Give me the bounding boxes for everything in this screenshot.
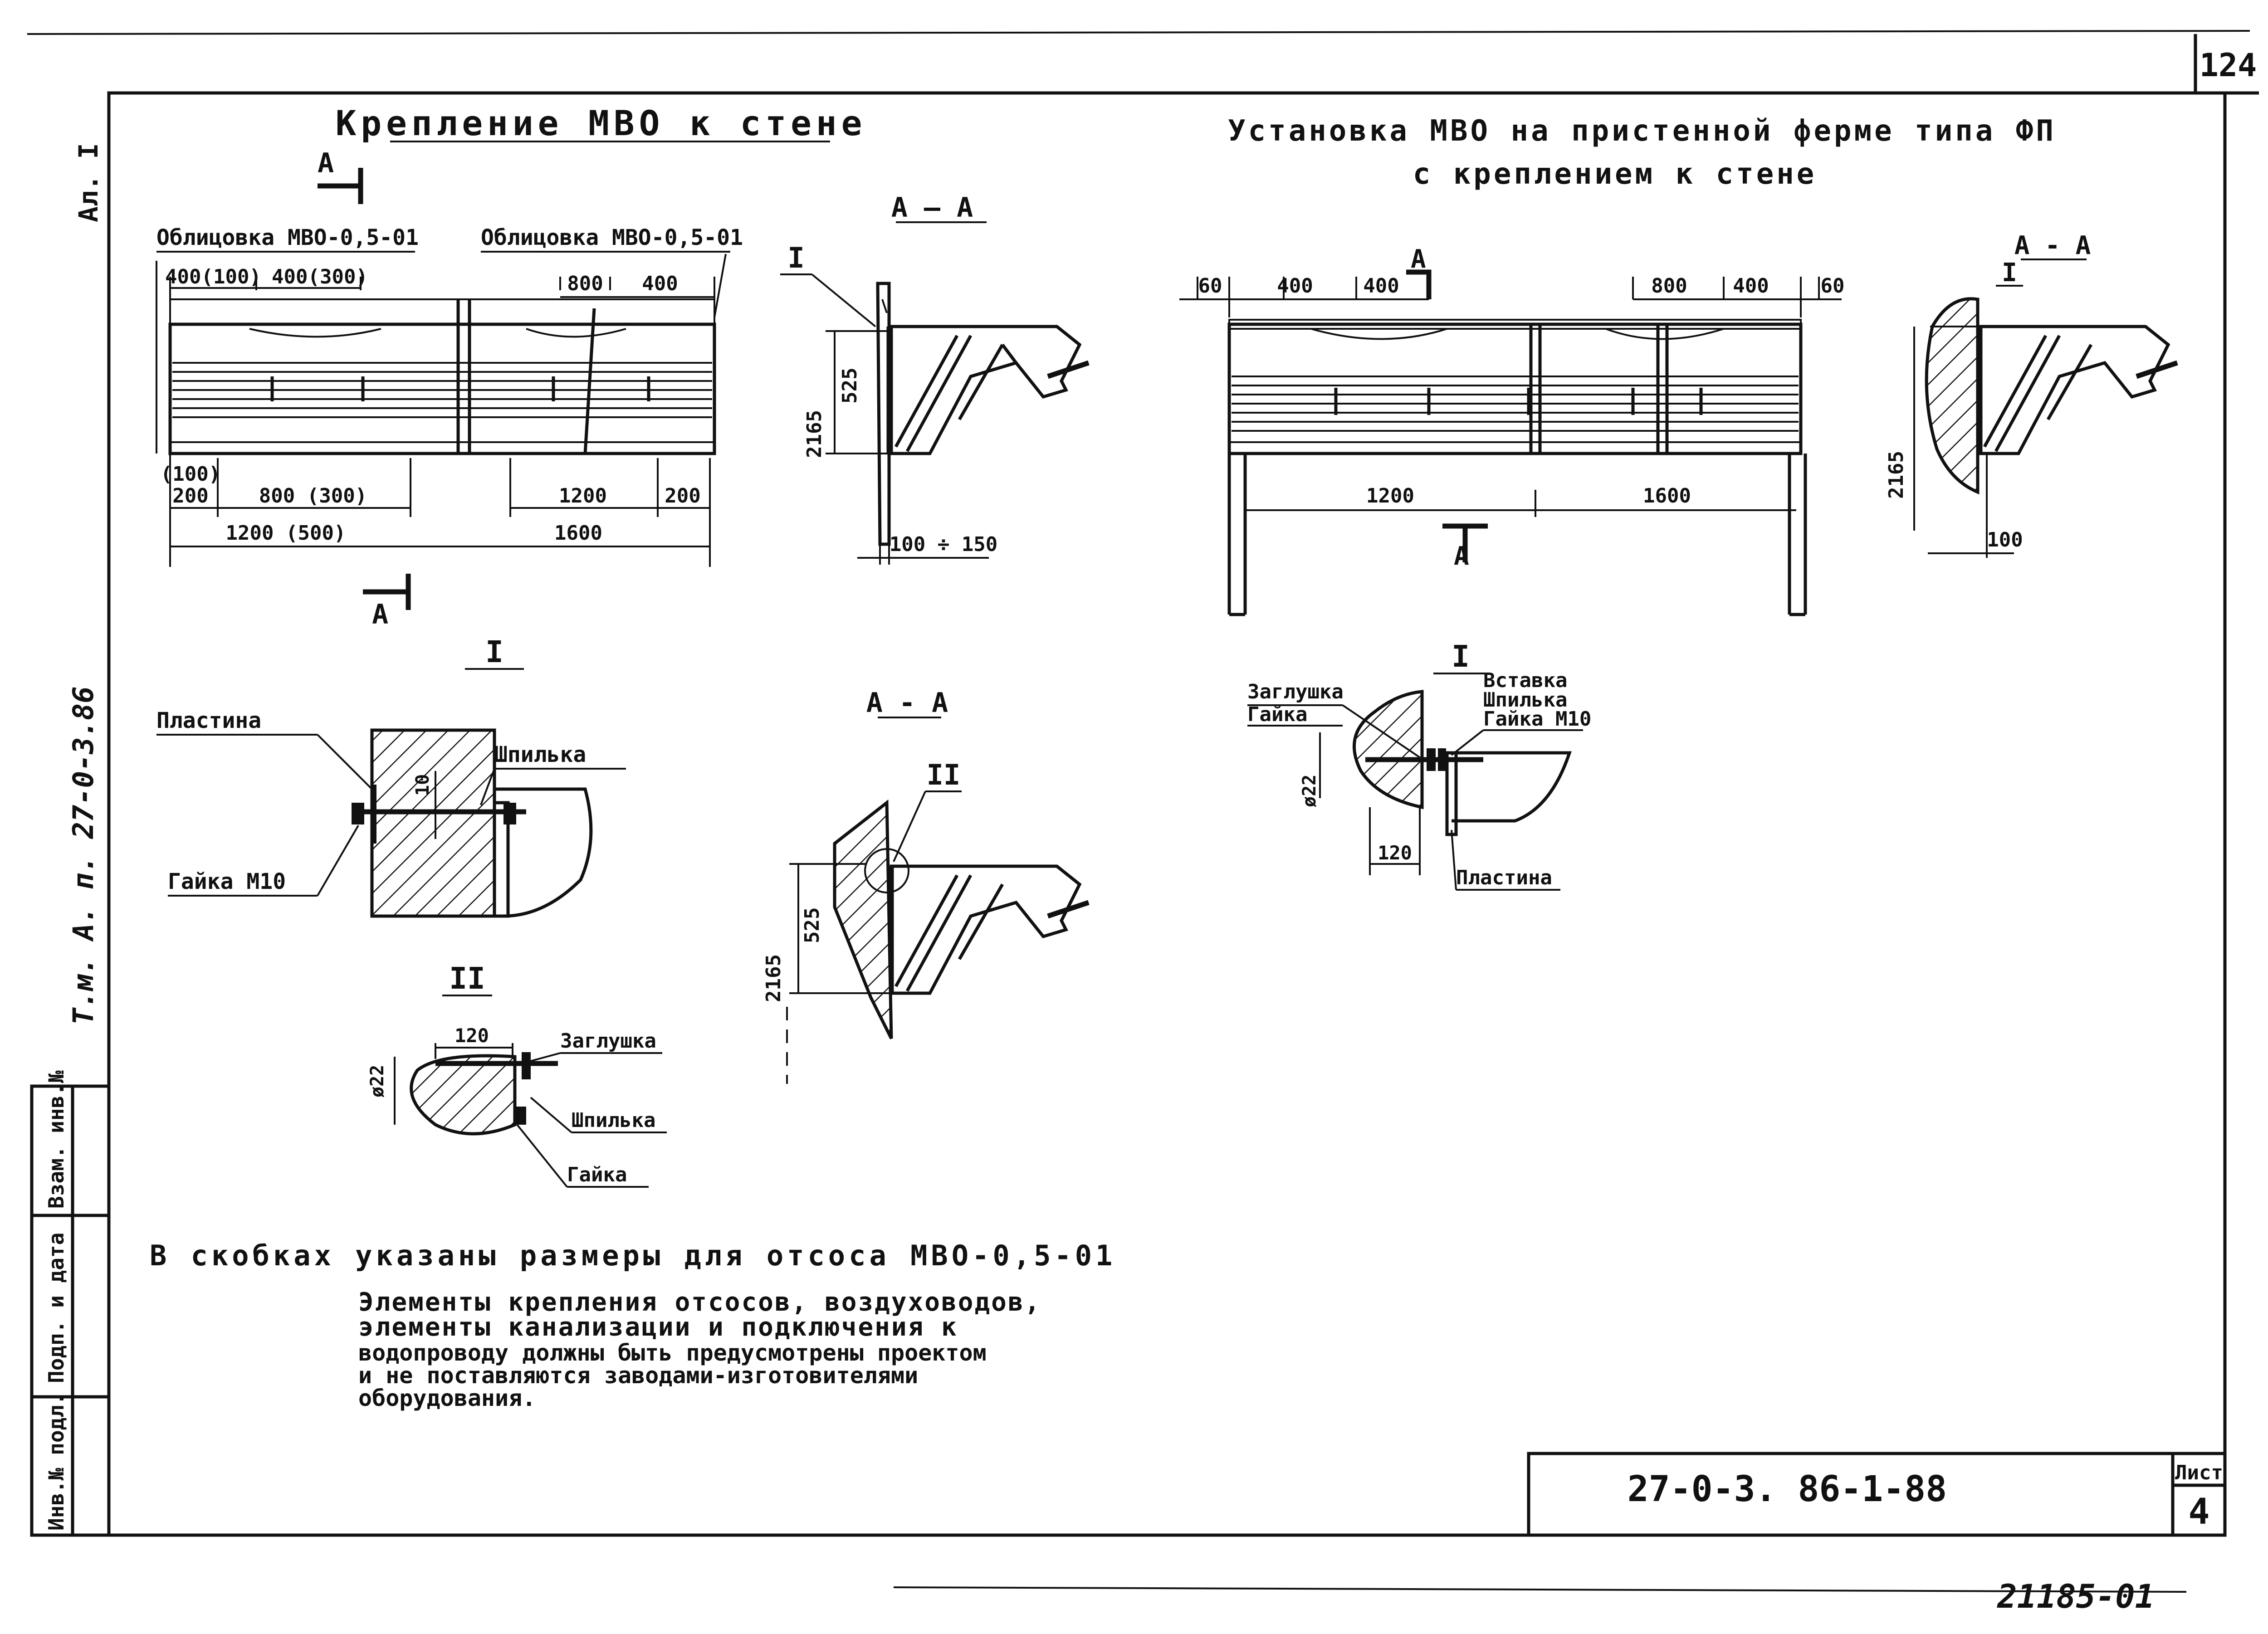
right-front-view: Установка МВО на пристенной ферме типа Ф… bbox=[1179, 114, 2056, 616]
dim-2165-lower: 2165 bbox=[762, 954, 785, 1002]
dim-400-top: 400 bbox=[642, 272, 678, 295]
dim-100-right: 100 bbox=[1987, 528, 2023, 551]
stamp-inventory: Инв.№ подл. bbox=[44, 1392, 68, 1531]
dim-60-left-right: 60 bbox=[1198, 274, 1222, 298]
nut-label-right: Гайка bbox=[1247, 703, 1307, 726]
dim-100-paren: (100) bbox=[161, 463, 220, 486]
right-filter-ribs bbox=[1232, 376, 1799, 432]
note-line-4: водопроводу должны быть предусмотрены пр… bbox=[358, 1340, 987, 1366]
dim-200-left: 200 bbox=[172, 484, 208, 507]
stamp-replace: Взам. инв.№ bbox=[44, 1070, 68, 1209]
dim-200-right: 200 bbox=[665, 484, 700, 507]
sheet-frame bbox=[27, 30, 2259, 1537]
node-1-right: I ø22 120 Заглушка Гайка Вставка Шпилька… bbox=[1247, 639, 1591, 891]
section-mark-bottom: А bbox=[372, 599, 388, 630]
dim-800-300: 800 (300) bbox=[259, 484, 367, 507]
dim-525-lower: 525 bbox=[801, 907, 824, 943]
notes-block: В скобках указаны размеры для отсоса МВО… bbox=[150, 1239, 1116, 1411]
dim-400-c: 400 bbox=[1733, 274, 1769, 298]
approval-stamp: Инв.№ подл. Подп. и дата Взам. инв.№ bbox=[30, 1070, 111, 1537]
plug-label-right: Заглушка bbox=[1247, 680, 1344, 703]
side-note: Т.м. А. п. 27-0-3.86 bbox=[67, 686, 100, 1025]
node-1-left: I Пластина Гайка М10 Шпилька 10 bbox=[156, 634, 626, 918]
dim-1200-right: 1200 bbox=[1366, 484, 1414, 507]
section-aa-lower-node: II bbox=[927, 758, 961, 791]
nut-m10-label-right: Гайка М10 bbox=[1483, 707, 1591, 731]
cladding-right-label: Облицовка МВО-0,5-01 bbox=[481, 225, 743, 250]
dim-2165-right: 2165 bbox=[1885, 451, 1908, 499]
section-aa-right-title: А - А bbox=[2014, 231, 2091, 260]
dim-120-node2: 120 bbox=[455, 1024, 489, 1047]
sheet-label: Лист bbox=[2175, 1461, 2223, 1484]
dim-400-a: 400 bbox=[1277, 274, 1313, 298]
dim-1200-500: 1200 (500) bbox=[226, 522, 346, 545]
node-2: II 120 ø22 Заглушка Шпилька Гайка bbox=[367, 961, 667, 1188]
dim-1600-right: 1600 bbox=[1643, 484, 1691, 507]
archive-number: 21185-01 bbox=[1996, 1577, 2155, 1615]
node-1-left-title: I bbox=[485, 634, 503, 669]
note-line-3: элементы канализации и подключения к bbox=[358, 1312, 958, 1342]
section-aa-upper: А — А I 525 2165 100 ÷ 150 bbox=[780, 192, 1090, 565]
dim-10-left: 10 bbox=[412, 774, 433, 796]
dim-400-b: 400 bbox=[1363, 274, 1399, 298]
dim-400-100: 400(100) bbox=[165, 265, 261, 288]
section-aa-right: А - А I 2165 100 bbox=[1885, 231, 2178, 558]
plug-label-node2: Заглушка bbox=[560, 1029, 656, 1053]
note-line-6: оборудования. bbox=[358, 1385, 536, 1411]
section-mark-right-top: А bbox=[1411, 244, 1426, 274]
right-view-title-2: с креплением к стене bbox=[1413, 157, 1817, 191]
left-front-view: Крепление МВО к стене А Облицовка МВО-0,… bbox=[156, 103, 867, 630]
section-aa-right-node: I bbox=[2002, 258, 2017, 288]
right-view-title-1: Установка МВО на пристенной ферме типа Ф… bbox=[1228, 114, 2056, 148]
section-aa-title: А — А bbox=[891, 192, 973, 224]
dim-60-right: 60 bbox=[1821, 274, 1845, 298]
stud-label-right: Шпилька bbox=[1483, 688, 1567, 712]
dim-2165-upper: 2165 bbox=[803, 410, 826, 458]
page-number: 124 bbox=[2200, 47, 2257, 84]
section-aa-lower: А - А II 525 2165 bbox=[762, 687, 1090, 1084]
page-number-box: 124 bbox=[2200, 47, 2257, 84]
section-mark-top: А bbox=[318, 147, 334, 179]
dim-22-node2: ø22 bbox=[367, 1065, 388, 1097]
stud-label-node2: Шпилька bbox=[572, 1109, 655, 1132]
node-2-title: II bbox=[449, 961, 485, 996]
dim-22-right: ø22 bbox=[1299, 775, 1320, 807]
node-1-right-title: I bbox=[1452, 639, 1470, 674]
left-view-title: Крепление МВО к стене bbox=[336, 103, 867, 143]
drawing-designation: 27-0-3. 86-1-88 bbox=[1628, 1469, 1947, 1510]
dim-120-right: 120 bbox=[1378, 842, 1412, 864]
title-block: 27-0-3. 86-1-88 Лист 4 bbox=[1527, 1452, 2227, 1537]
note-line-5: и не поставляются заводами-изготовителям… bbox=[358, 1362, 918, 1389]
note-line-1: В скобках указаны размеры для отсоса МВО… bbox=[150, 1239, 1116, 1272]
left-filter-ribs bbox=[172, 362, 712, 418]
sheet-number: 4 bbox=[2189, 1492, 2210, 1532]
insert-label-right: Вставка bbox=[1483, 669, 1567, 692]
dim-1200: 1200 bbox=[559, 484, 607, 507]
dim-gap: 100 ÷ 150 bbox=[890, 533, 997, 556]
section-aa-lower-title: А - А bbox=[866, 687, 948, 719]
dim-800-top: 800 bbox=[567, 272, 603, 295]
nut-label-left: Гайка М10 bbox=[168, 869, 286, 894]
stud-label-left: Шпилька bbox=[494, 742, 586, 767]
dim-400-300: 400(300) bbox=[272, 265, 368, 288]
note-line-2: Элементы крепления отсосов, воздуховодов… bbox=[358, 1288, 1041, 1317]
plate-label-right: Пластина bbox=[1456, 866, 1552, 889]
cladding-left-label: Облицовка МВО-0,5-01 bbox=[156, 225, 419, 250]
stamp-signature: Подп. и дата bbox=[44, 1233, 68, 1383]
album-mark: Ал. I bbox=[73, 143, 104, 222]
dim-1600: 1600 bbox=[554, 522, 602, 545]
plate-label-left: Пластина bbox=[156, 708, 261, 733]
dim-800-right: 800 bbox=[1651, 274, 1687, 298]
section-aa-node: I bbox=[787, 241, 804, 274]
nut-label-node2: Гайка bbox=[567, 1163, 627, 1186]
dim-525-upper: 525 bbox=[838, 368, 861, 404]
